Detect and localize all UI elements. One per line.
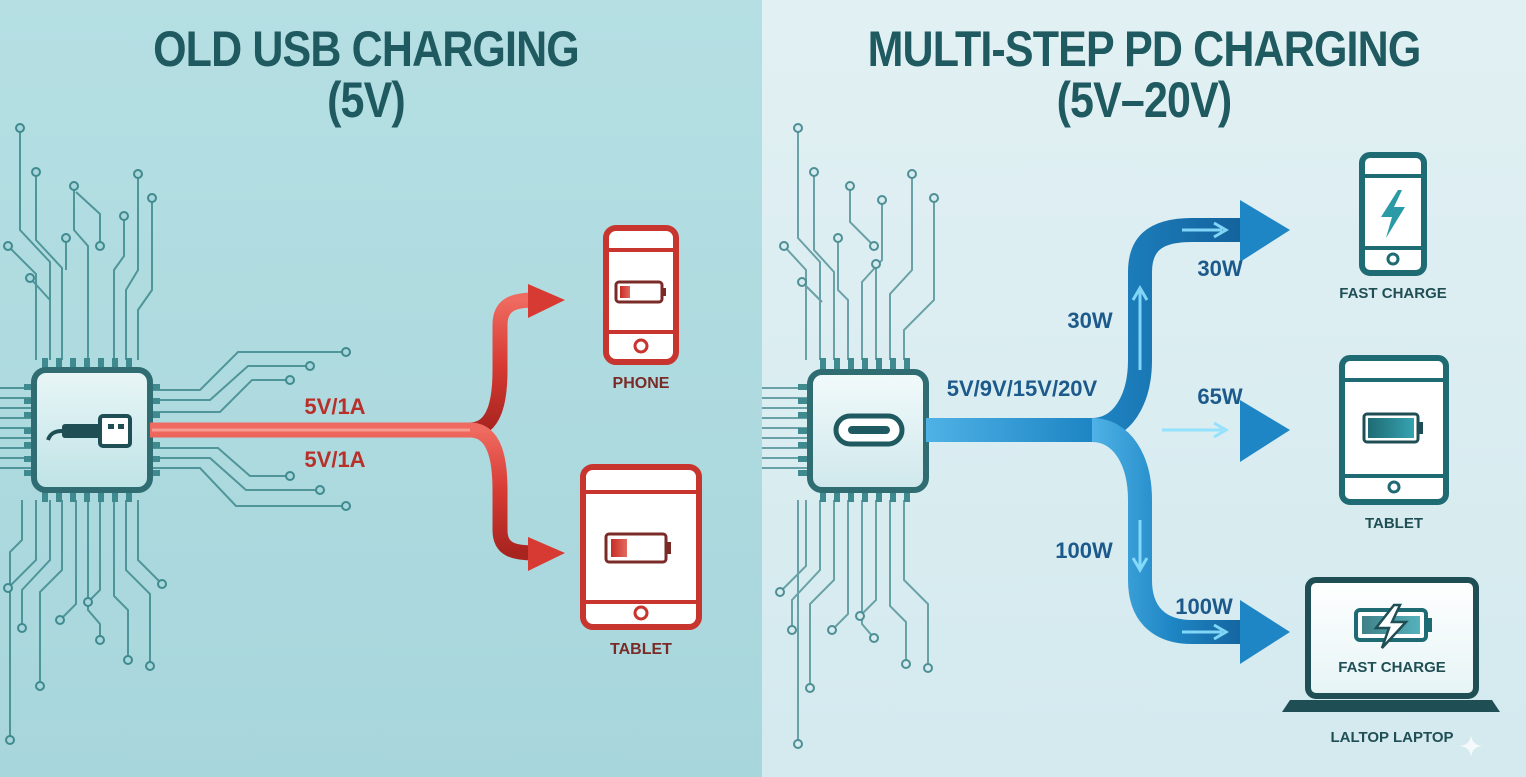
- usb-a-icon: [46, 414, 132, 448]
- tablet-battery-icon: [1339, 355, 1449, 505]
- circuit-traces-right: [762, 128, 935, 744]
- voltage-label: 5V/9V/15V/20V: [947, 376, 1098, 401]
- tablet-low-battery-icon: [580, 464, 702, 630]
- left-title-line2: (5V): [327, 72, 406, 128]
- usb-c-icon: [833, 413, 905, 447]
- device-label-fast-charge-phone: FAST CHARGE: [1339, 285, 1447, 302]
- device-label-laptop: LALTOP LAPTOP: [1330, 729, 1453, 746]
- right-diagram: 5V/9V/15V/20V 30W 30W 65W 100W 100W FAST…: [762, 123, 1500, 749]
- left-panel-title: OLD USB CHARGING (5V): [51, 24, 681, 126]
- device-label-tablet-right: TABLET: [1365, 515, 1423, 532]
- old-usb-panel: 5V/1A 5V/1A PHONE TABLET OLD USB CHARGIN…: [0, 0, 762, 777]
- laptop-screen-text: FAST CHARGE: [1338, 659, 1446, 676]
- charging-flow-blue: [926, 200, 1290, 664]
- right-panel-title: MULTI-STEP PD CHARGING (5V–20V): [815, 24, 1472, 126]
- branch-label-down-riser: 100W: [1055, 538, 1113, 563]
- right-title-line2: (5V–20V): [1056, 72, 1233, 128]
- device-label-phone: PHONE: [613, 375, 670, 392]
- circuit-traces: [0, 128, 346, 740]
- circuit-nodes: [3, 123, 351, 745]
- laptop-fast-charge-icon: [1282, 577, 1500, 712]
- phone-low-battery-icon: [603, 225, 679, 365]
- branch-label-top: 30W: [1197, 256, 1242, 281]
- rate-label-top: 5V/1A: [304, 394, 365, 419]
- branch-label-middle: 65W: [1197, 384, 1242, 409]
- device-label-tablet: TABLET: [610, 641, 672, 658]
- phone-fast-charge-icon: [1359, 152, 1427, 276]
- branch-label-up-riser: 30W: [1067, 308, 1112, 333]
- rate-label-bottom: 5V/1A: [304, 447, 365, 472]
- left-diagram: 5V/1A 5V/1A PHONE TABLET: [0, 123, 702, 745]
- circuit-nodes-right: [775, 123, 939, 749]
- charging-flow-red: [150, 284, 565, 571]
- branch-label-bottom: 100W: [1175, 594, 1233, 619]
- right-title-line1: MULTI-STEP PD CHARGING: [867, 21, 1422, 77]
- pd-charging-panel: 5V/9V/15V/20V 30W 30W 65W 100W 100W FAST…: [762, 0, 1526, 777]
- sparkle-watermark-icon: [1460, 735, 1482, 757]
- left-title-line1: OLD USB CHARGING: [153, 21, 580, 77]
